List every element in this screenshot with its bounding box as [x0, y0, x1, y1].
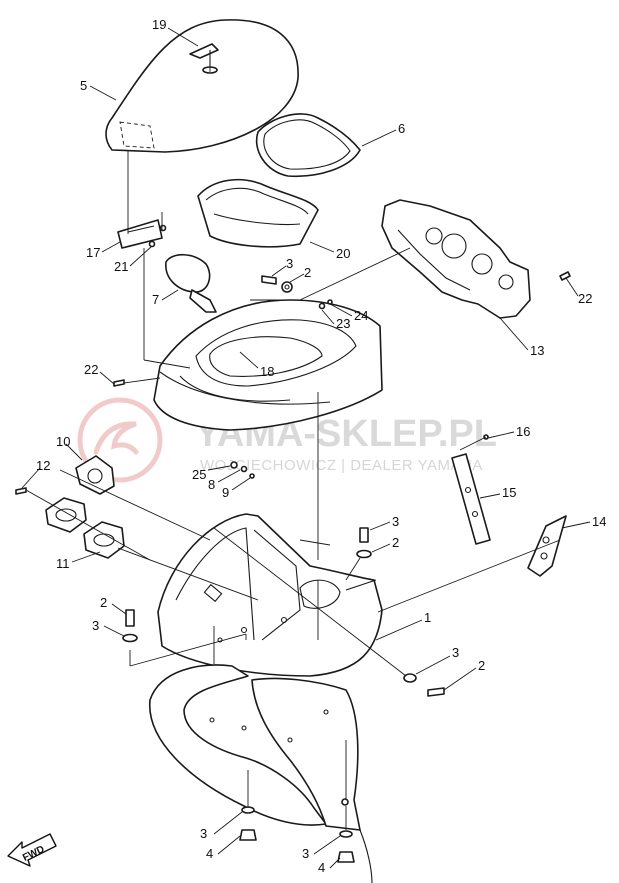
callout-1: 1	[424, 610, 431, 625]
callout-3-right: 3	[392, 514, 399, 529]
part-hinge	[117, 219, 167, 249]
callout-10: 10	[56, 434, 70, 449]
callout-15: 15	[502, 485, 516, 500]
callout-3-left: 3	[92, 618, 99, 633]
part-meter-panel	[381, 199, 531, 319]
callout-14: 14	[592, 514, 606, 529]
callout-23: 23	[336, 316, 350, 331]
callout-6: 6	[398, 121, 405, 136]
callout-19: 19	[152, 17, 166, 32]
callout-11: 11	[56, 556, 70, 571]
callout-17: 17	[86, 245, 100, 260]
callout-21: 21	[114, 259, 128, 274]
callout-8: 8	[208, 477, 215, 492]
callout-24: 24	[354, 308, 368, 323]
part-plate-15	[451, 453, 491, 545]
callout-7: 7	[152, 292, 159, 307]
part-seal-ring	[255, 113, 361, 178]
callout-4-bottom-right: 4	[318, 860, 325, 875]
part-mirror	[165, 253, 217, 313]
callouts: 19 5 6 20 17 21 3 2 7 24 23 22 13 22 18 …	[36, 17, 606, 875]
callout-16: 16	[516, 424, 530, 439]
callout-2-left: 2	[100, 595, 107, 610]
callout-3-top: 3	[286, 256, 293, 271]
callout-18: 18	[260, 364, 274, 379]
callout-5: 5	[80, 78, 87, 93]
part-plate-14	[527, 515, 567, 577]
callout-25: 25	[192, 467, 206, 482]
callout-20: 20	[336, 246, 350, 261]
part-upper-deck	[153, 299, 383, 431]
callout-3-bottom-right: 3	[302, 846, 309, 861]
part-lower-console	[157, 513, 383, 677]
fasteners	[15, 271, 571, 863]
callout-3-bottom-left: 3	[200, 826, 207, 841]
part-lower-skirt	[149, 664, 373, 883]
watermark-logo-icon	[77, 397, 163, 483]
callout-2-top: 2	[304, 265, 311, 280]
callout-12: 12	[36, 458, 50, 473]
callout-9: 9	[222, 485, 229, 500]
callout-4-bottom-left: 4	[206, 846, 213, 861]
callout-2-right: 2	[392, 535, 399, 550]
callout-22-left: 22	[84, 362, 98, 377]
leader-lines	[21, 27, 591, 869]
part-seat-cover	[105, 19, 299, 153]
part-gaskets	[45, 497, 125, 559]
connection-lines	[25, 58, 561, 830]
callout-22-right: 22	[578, 291, 592, 306]
fwd-arrow-icon: FWD	[7, 833, 57, 867]
part-storage-bucket	[197, 178, 319, 248]
part-vent-housing	[75, 455, 115, 495]
watermark-tagline: WOJCIECHOWICZ | DEALER YAMAHA	[200, 457, 483, 474]
callout-2-midright: 2	[478, 658, 485, 673]
callout-3-midright: 3	[452, 645, 459, 660]
callout-13: 13	[530, 343, 544, 358]
